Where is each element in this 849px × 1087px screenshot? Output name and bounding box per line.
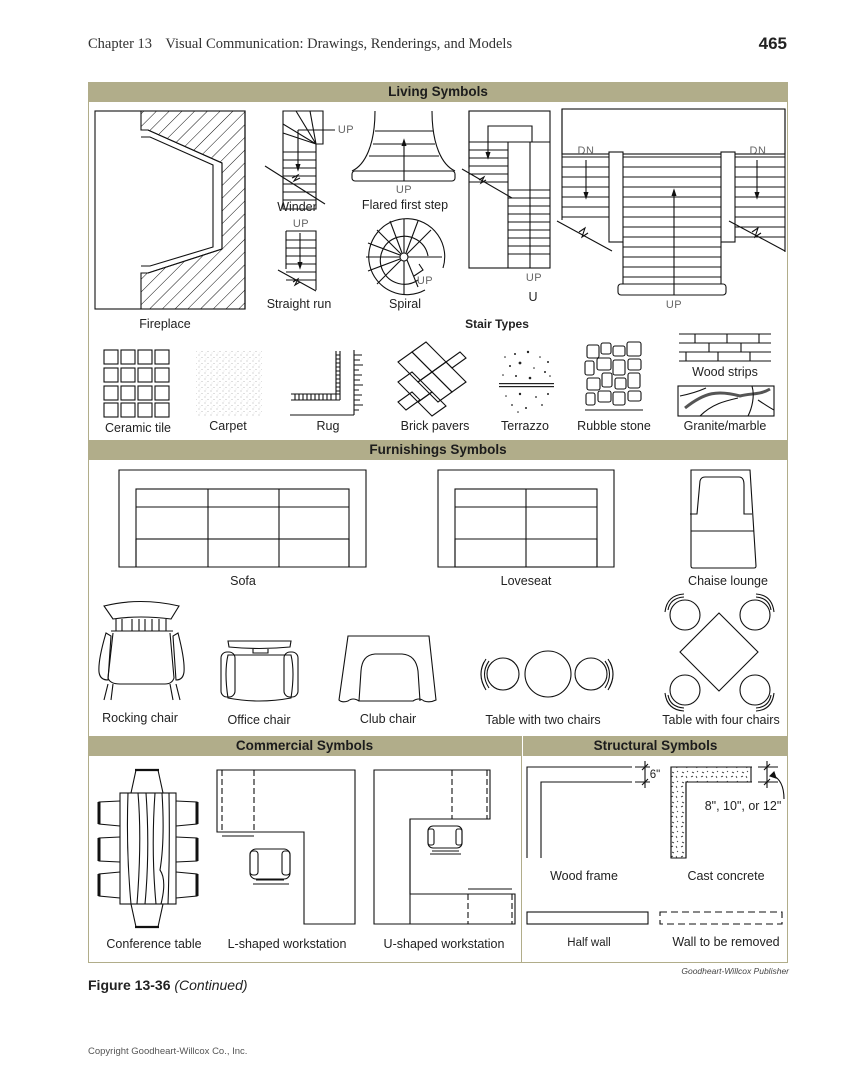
wood-frame-symbol bbox=[526, 761, 650, 858]
sofa-symbol bbox=[118, 469, 367, 568]
rug-symbol bbox=[290, 350, 363, 416]
double-stair-up-label: UP bbox=[665, 299, 683, 311]
rubble-stone-symbol bbox=[584, 341, 643, 411]
chapter-title: Visual Communication: Drawings, Renderin… bbox=[165, 36, 513, 52]
granite-marble-symbol bbox=[677, 385, 775, 417]
wood-frame-dimension: 6" bbox=[649, 769, 661, 781]
running-head: Chapter 13 Visual Communication: Drawing… bbox=[88, 36, 512, 53]
double-stair-symbol bbox=[556, 108, 786, 296]
figure-caption: Figure 13-36 (Continued) bbox=[88, 977, 248, 993]
u-stair-up-label: UP bbox=[525, 272, 543, 284]
rocking-chair-symbol bbox=[98, 601, 185, 701]
chapter-number: Chapter 13 bbox=[88, 36, 153, 52]
table-two-chairs-label: Table with two chairs bbox=[485, 713, 601, 727]
furnishings-symbols-header: Furnishings Symbols bbox=[88, 440, 788, 460]
wall-removed-label: Wall to be removed bbox=[672, 935, 780, 949]
half-wall-symbol bbox=[526, 911, 649, 925]
chaise-lounge-symbol bbox=[690, 469, 757, 569]
winder-label: Winder bbox=[277, 200, 317, 214]
wall-removed-symbol bbox=[659, 911, 783, 925]
terrazzo-symbol bbox=[499, 350, 554, 413]
sofa-label: Sofa bbox=[230, 574, 256, 588]
structural-symbols-header: Structural Symbols bbox=[523, 736, 788, 756]
left-dn-label: DN bbox=[577, 145, 595, 157]
spiral-label: Spiral bbox=[389, 297, 421, 311]
u-label: U bbox=[528, 290, 538, 304]
cast-concrete-symbol bbox=[670, 761, 785, 859]
winder-up-label: UP bbox=[337, 124, 355, 136]
loveseat-label: Loveseat bbox=[500, 574, 552, 588]
u-stair-symbol bbox=[461, 110, 551, 269]
right-dn-label: DN bbox=[749, 145, 767, 157]
publisher-credit: Goodheart-Willcox Publisher bbox=[681, 966, 789, 976]
u-workstation-label: U-shaped workstation bbox=[383, 937, 505, 951]
flared-up-label: UP bbox=[395, 184, 413, 196]
ceramic-tile-label: Ceramic tile bbox=[105, 421, 171, 435]
terrazzo-label: Terrazzo bbox=[501, 419, 549, 433]
rocking-chair-label: Rocking chair bbox=[102, 711, 178, 725]
winder-stair-symbol bbox=[264, 110, 335, 210]
cast-concrete-label: Cast concrete bbox=[687, 869, 765, 883]
living-symbols-header: Living Symbols bbox=[88, 82, 788, 102]
fireplace-symbol bbox=[94, 110, 246, 310]
table-four-chairs-symbol bbox=[664, 593, 775, 712]
conference-table-symbol bbox=[97, 768, 199, 929]
page-number: 465 bbox=[758, 34, 787, 53]
spiral-stair-symbol bbox=[366, 218, 446, 296]
loveseat-symbol bbox=[437, 469, 615, 568]
u-shaped-workstation-symbol bbox=[373, 769, 516, 925]
office-chair-label: Office chair bbox=[227, 713, 291, 727]
office-chair-symbol bbox=[220, 640, 299, 702]
l-shaped-workstation-symbol bbox=[216, 769, 356, 925]
wood-strips-label: Wood strips bbox=[692, 365, 758, 379]
commercial-symbols-header: Commercial Symbols bbox=[88, 736, 521, 756]
chaise-lounge-label: Chaise lounge bbox=[688, 574, 768, 588]
straight-run-label: Straight run bbox=[266, 297, 332, 311]
section-divider bbox=[521, 736, 522, 963]
carpet-symbol bbox=[196, 350, 262, 416]
l-workstation-label: L-shaped workstation bbox=[227, 937, 347, 951]
flared-first-step-label: Flared first step bbox=[361, 198, 449, 212]
fireplace-label: Fireplace bbox=[139, 317, 191, 331]
brick-pavers-symbol bbox=[397, 341, 467, 417]
rug-label: Rug bbox=[316, 419, 340, 433]
conference-table-label: Conference table bbox=[106, 937, 202, 951]
club-chair-symbol bbox=[338, 635, 437, 703]
wood-frame-label: Wood frame bbox=[550, 869, 618, 883]
figure-frame bbox=[88, 82, 788, 963]
club-chair-label: Club chair bbox=[359, 712, 417, 726]
stair-types-label: Stair Types bbox=[465, 317, 529, 331]
spiral-up-label: UP bbox=[416, 275, 434, 287]
straight-up-label: UP bbox=[292, 218, 310, 230]
cast-concrete-dimension: 8", 10", or 12" bbox=[704, 799, 782, 813]
table-four-chairs-label: Table with four chairs bbox=[662, 713, 780, 727]
wood-strips-symbol bbox=[679, 333, 771, 362]
flared-step-symbol bbox=[351, 110, 456, 182]
table-two-chairs-symbol bbox=[480, 650, 614, 698]
figure-number: Figure 13-36 bbox=[88, 977, 171, 993]
ceramic-tile-symbol bbox=[103, 349, 170, 418]
rubble-stone-label: Rubble stone bbox=[577, 419, 651, 433]
carpet-label: Carpet bbox=[209, 419, 247, 433]
copyright-notice: Copyright Goodheart-Willcox Co., Inc. bbox=[88, 1046, 248, 1057]
brick-pavers-label: Brick pavers bbox=[400, 419, 470, 433]
straight-run-symbol bbox=[277, 230, 317, 292]
granite-marble-label: Granite/marble bbox=[683, 419, 767, 433]
figure-note: (Continued) bbox=[174, 977, 248, 993]
half-wall-label: Half wall bbox=[567, 937, 611, 949]
